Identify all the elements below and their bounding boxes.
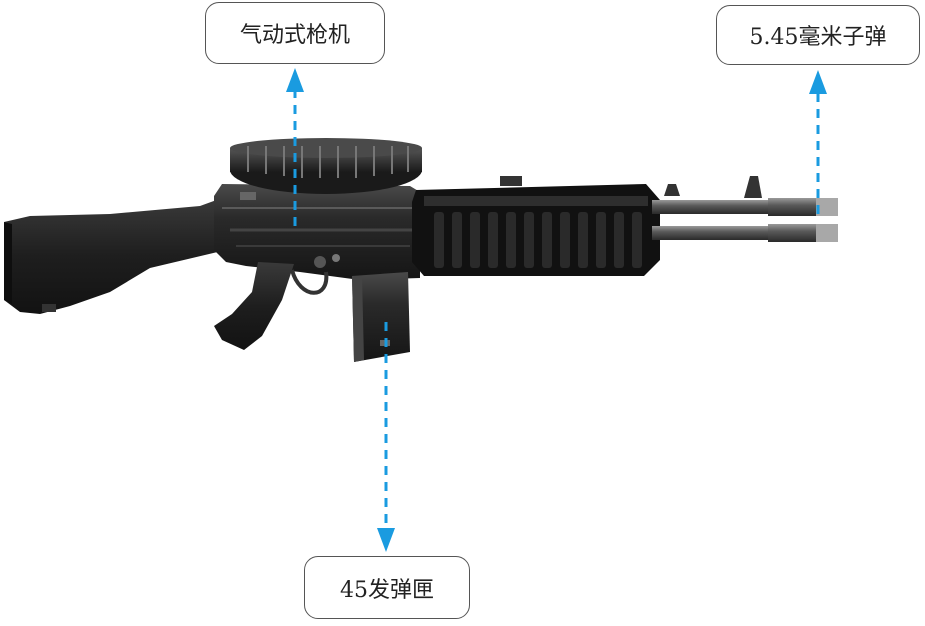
callout-545mm-round-text: 5.45毫米子弹 bbox=[749, 25, 887, 50]
twin-barrels bbox=[652, 176, 838, 242]
callout-gas-operated-bolt: 气动式枪机 bbox=[205, 2, 385, 64]
callout-545mm-round: 5.45毫米子弹 bbox=[716, 5, 920, 65]
drum-magazine bbox=[230, 138, 422, 194]
receiver bbox=[214, 184, 420, 280]
callout-45-round-magazine: 45发弹匣 bbox=[304, 556, 470, 619]
arrow-bottom bbox=[377, 322, 395, 552]
arrow-right bbox=[809, 70, 827, 214]
box-magazine bbox=[352, 272, 410, 362]
buttstock bbox=[4, 198, 226, 314]
callout-45-round-magazine-text: 45发弹匣 bbox=[340, 577, 434, 603]
arrow-top bbox=[286, 68, 304, 226]
pistol-grip bbox=[214, 262, 329, 350]
handguard bbox=[412, 176, 660, 276]
callout-gas-operated-bolt-text: 气动式枪机 bbox=[239, 23, 350, 48]
